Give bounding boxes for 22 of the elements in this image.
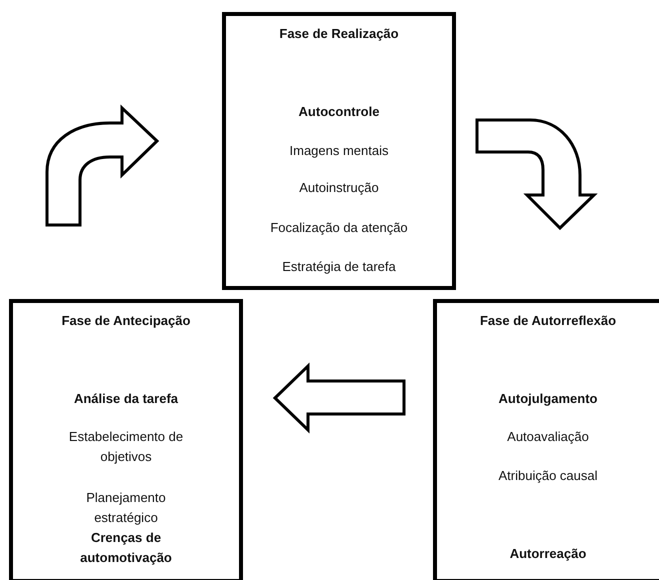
- phase-item: Estratégia de tarefa: [281, 258, 397, 276]
- block-arrow: [46, 106, 158, 226]
- phase-item: Planejamento estratégico: [85, 489, 167, 527]
- phase-item: Crenças de automotivação: [79, 529, 173, 567]
- phase-item: Análise da tarefa: [72, 390, 180, 408]
- phase-item: Autocontrole: [298, 103, 380, 121]
- phase-box: [9, 299, 243, 580]
- phase-item: Focalização da atenção: [269, 219, 409, 237]
- phase-heading: Fase de Realização: [278, 25, 400, 43]
- phase-item: Autorreação: [508, 545, 588, 563]
- block-arrow: [476, 118, 596, 230]
- phase-heading: Fase de Antecipação: [60, 312, 192, 330]
- phase-heading: Fase de Autorreflexão: [478, 312, 618, 330]
- block-arrow: [272, 362, 406, 434]
- phase-item: Autoinstrução: [298, 179, 380, 197]
- phase-item: Autoavaliação: [506, 428, 590, 446]
- phase-item: Atribuição causal: [498, 467, 598, 485]
- phase-box: [433, 299, 659, 580]
- phase-item: Imagens mentais: [288, 142, 390, 160]
- phase-box: [222, 12, 456, 290]
- phase-item: Estabelecimento de objetivos: [68, 428, 184, 466]
- phase-item: Autojulgamento: [498, 390, 598, 408]
